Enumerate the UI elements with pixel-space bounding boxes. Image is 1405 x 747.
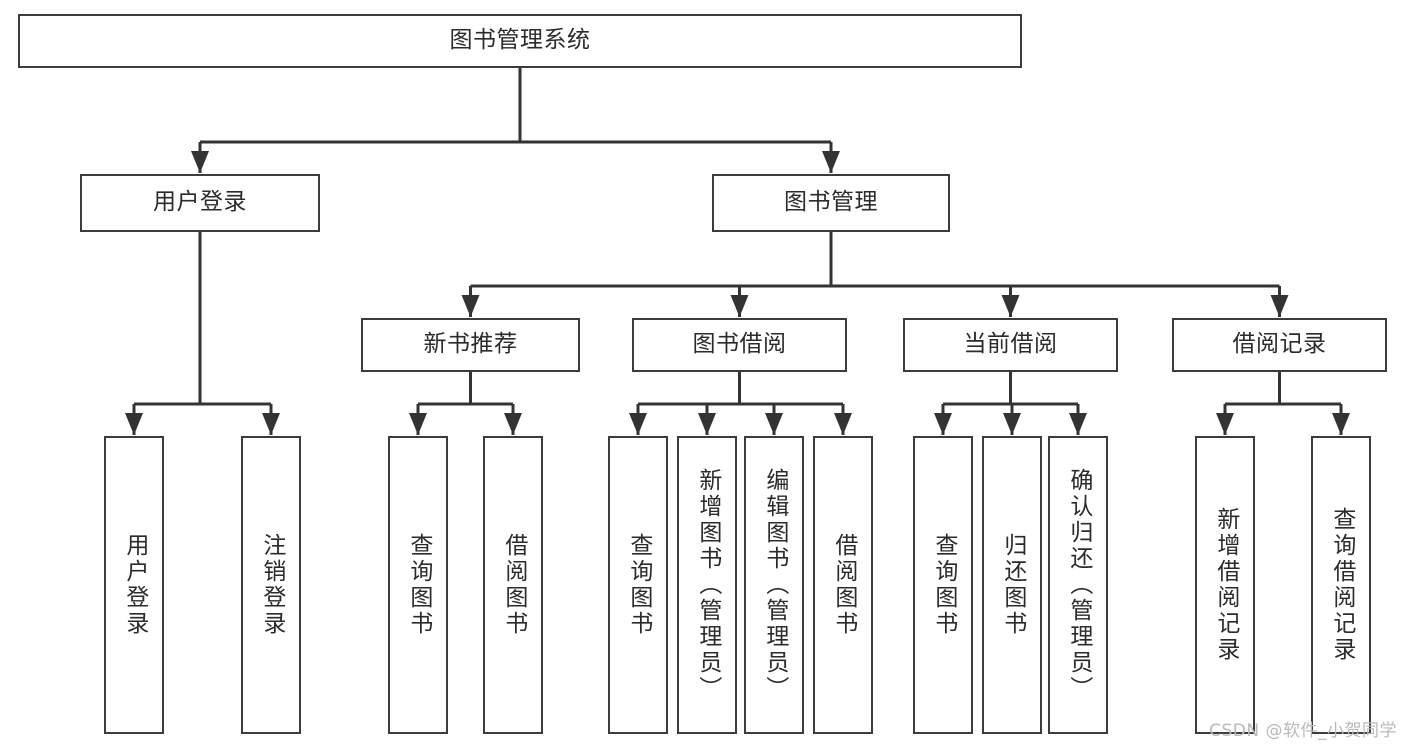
node-label: 借阅图书 <box>500 533 527 637</box>
arrowhead-icon <box>834 413 852 435</box>
arrowhead-icon <box>1069 413 1087 435</box>
node-login[interactable]: 用户登录 <box>80 174 320 232</box>
node-n10[interactable]: 归还图书 <box>982 436 1042 734</box>
node-n8[interactable]: 借阅图书 <box>813 436 873 734</box>
arrowhead-icon <box>822 151 840 173</box>
arrowhead-icon <box>1003 413 1021 435</box>
arrowhead-icon <box>1270 295 1289 317</box>
node-n2[interactable]: 注销登录 <box>241 436 301 734</box>
node-label: 编辑图书（管理员） <box>761 468 788 702</box>
node-label: 确认归还（管理员） <box>1065 468 1092 702</box>
node-n12[interactable]: 新增借阅记录 <box>1195 436 1255 734</box>
arrowhead-icon <box>629 413 647 435</box>
node-root[interactable]: 图书管理系统 <box>18 14 1022 68</box>
arrowhead-icon <box>765 413 783 435</box>
node-borrow[interactable]: 图书借阅 <box>632 318 847 372</box>
arrowhead-icon <box>191 151 209 173</box>
node-label: 查询图书 <box>405 533 432 637</box>
arrowhead-icon <box>934 413 952 435</box>
arrowhead-icon <box>409 413 427 435</box>
arrowhead-icon <box>125 413 143 435</box>
node-n6[interactable]: 新增图书（管理员） <box>677 436 737 734</box>
node-records[interactable]: 借阅记录 <box>1172 318 1387 372</box>
node-label: 新书推荐 <box>423 331 518 358</box>
csdn-watermark: CSDN @软件_小贺同学 <box>1209 721 1397 741</box>
node-current[interactable]: 当前借阅 <box>903 318 1118 372</box>
node-label: 查询借阅记录 <box>1328 507 1355 663</box>
node-label: 用户登录 <box>153 189 247 216</box>
arrowhead-icon <box>504 413 522 435</box>
arrowhead-icon <box>262 413 280 435</box>
node-label: 图书管理系统 <box>449 27 591 54</box>
node-label: 新增图书（管理员） <box>694 468 721 702</box>
node-label: 借阅图书 <box>830 533 857 637</box>
node-label: 图书借阅 <box>692 331 787 358</box>
node-newbook[interactable]: 新书推荐 <box>361 318 580 372</box>
node-n11[interactable]: 确认归还（管理员） <box>1048 436 1108 734</box>
arrowhead-icon <box>730 295 749 317</box>
arrowhead-icon <box>698 413 716 435</box>
node-n3[interactable]: 查询图书 <box>388 436 448 734</box>
node-label: 新增借阅记录 <box>1212 507 1239 663</box>
node-n1[interactable]: 用户登录 <box>104 436 164 734</box>
arrowhead-icon <box>1216 413 1234 435</box>
node-label: 查询图书 <box>930 533 957 637</box>
node-label: 借阅记录 <box>1232 331 1327 358</box>
node-label: 用户登录 <box>121 533 148 637</box>
node-n13[interactable]: 查询借阅记录 <box>1311 436 1371 734</box>
arrowhead-icon <box>1332 413 1350 435</box>
arrowhead-icon <box>1001 295 1020 317</box>
arrowhead-icon <box>461 295 480 317</box>
node-label: 注销登录 <box>258 533 285 637</box>
node-label: 当前借阅 <box>963 331 1058 358</box>
node-n5[interactable]: 查询图书 <box>608 436 668 734</box>
node-n9[interactable]: 查询图书 <box>913 436 973 734</box>
node-n4[interactable]: 借阅图书 <box>483 436 543 734</box>
node-bookmgmt[interactable]: 图书管理 <box>712 174 950 232</box>
node-label: 查询图书 <box>625 533 652 637</box>
node-label: 归还图书 <box>999 533 1026 637</box>
node-n7[interactable]: 编辑图书（管理员） <box>744 436 804 734</box>
node-label: 图书管理 <box>784 189 878 216</box>
